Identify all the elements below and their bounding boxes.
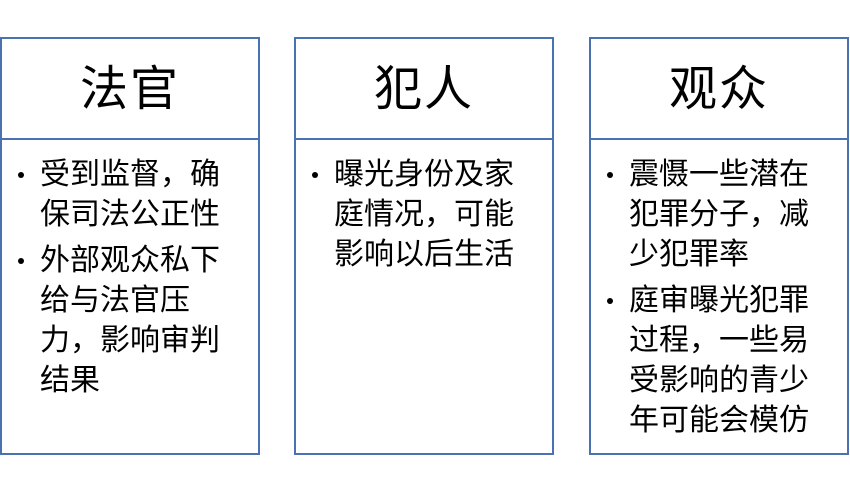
column-title: 法官	[79, 60, 180, 117]
column-audience: 观众 震慑一些潜在犯罪分子，减少犯罪率 庭审曝光犯罪过程，一些易受影响的青少年可…	[589, 37, 849, 455]
bullet-list: 曝光身份及家庭情况，可能影响以后生活	[308, 155, 540, 275]
column-judge: 法官 受到监督，确保司法公正性 外部观众私下给与法官压力，影响审判结果	[0, 37, 260, 455]
column-title: 观众	[668, 60, 769, 117]
column-body: 受到监督，确保司法公正性 外部观众私下给与法官压力，影响审判结果	[2, 140, 258, 401]
bullet-item: 外部观众私下给与法官压力，影响审判结果	[14, 241, 246, 401]
bullet-dot-icon	[607, 298, 613, 304]
bullet-list: 受到监督，确保司法公正性 外部观众私下给与法官压力，影响审判结果	[14, 155, 246, 401]
bullet-text: 外部观众私下给与法官压力，影响审判结果	[40, 243, 220, 398]
column-title: 犯人	[373, 60, 474, 117]
bullet-text: 庭审曝光犯罪过程，一些易受影响的青少年可能会模仿	[629, 283, 809, 438]
bullet-dot-icon	[607, 172, 613, 178]
bullet-item: 震慑一些潜在犯罪分子，减少犯罪率	[603, 155, 835, 275]
bullet-text: 受到监督，确保司法公正性	[40, 157, 220, 232]
bullet-item: 庭审曝光犯罪过程，一些易受影响的青少年可能会模仿	[603, 281, 835, 441]
bullet-dot-icon	[312, 172, 318, 178]
column-body: 曝光身份及家庭情况，可能影响以后生活	[296, 140, 552, 275]
bullet-text: 震慑一些潜在犯罪分子，减少犯罪率	[629, 157, 809, 272]
bullet-item: 曝光身份及家庭情况，可能影响以后生活	[308, 155, 540, 275]
column-body: 震慑一些潜在犯罪分子，减少犯罪率 庭审曝光犯罪过程，一些易受影响的青少年可能会模…	[591, 140, 847, 441]
column-header: 法官	[2, 39, 258, 140]
bullet-dot-icon	[18, 258, 24, 264]
bullet-list: 震慑一些潜在犯罪分子，减少犯罪率 庭审曝光犯罪过程，一些易受影响的青少年可能会模…	[603, 155, 835, 441]
bullet-dot-icon	[18, 172, 24, 178]
column-header: 观众	[591, 39, 847, 140]
bullet-text: 曝光身份及家庭情况，可能影响以后生活	[334, 157, 514, 272]
bullet-item: 受到监督，确保司法公正性	[14, 155, 246, 235]
column-criminal: 犯人 曝光身份及家庭情况，可能影响以后生活	[294, 37, 554, 455]
column-header: 犯人	[296, 39, 552, 140]
